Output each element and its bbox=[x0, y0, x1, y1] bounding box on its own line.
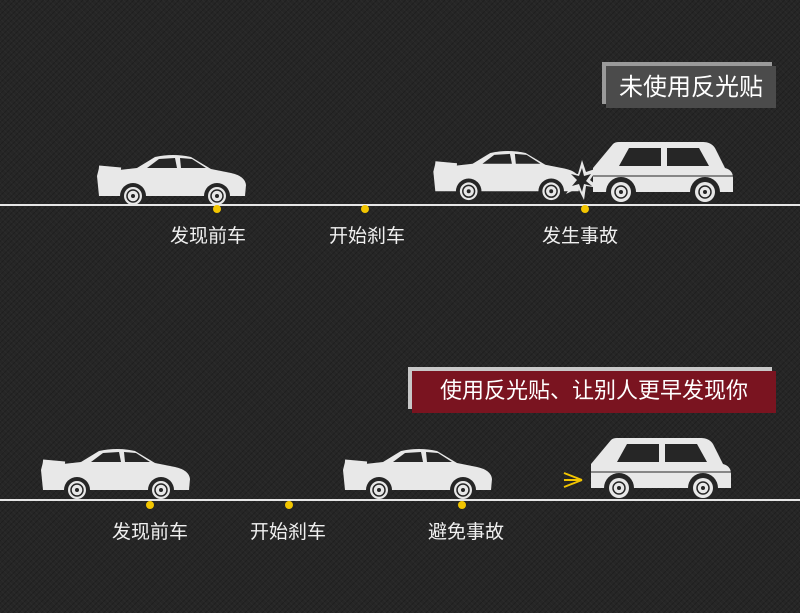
step-marker bbox=[458, 501, 466, 509]
step-label: 发现前车 bbox=[111, 521, 189, 543]
sports-car-icon bbox=[432, 150, 582, 205]
headlight-rays-icon bbox=[563, 472, 583, 488]
step-label: 发现前车 bbox=[169, 225, 247, 247]
step-marker bbox=[146, 501, 154, 509]
step-label: 发生事故 bbox=[541, 225, 619, 247]
sports-car-icon bbox=[342, 448, 494, 504]
sports-car-icon bbox=[96, 154, 248, 210]
hatchback-car-icon bbox=[585, 142, 735, 208]
step-marker bbox=[213, 205, 221, 213]
step-label: 避免事故 bbox=[427, 521, 505, 543]
hatchback-car-icon bbox=[583, 438, 733, 504]
step-label: 开始刹车 bbox=[249, 521, 327, 543]
road-line bbox=[0, 204, 800, 206]
step-marker bbox=[581, 205, 589, 213]
road-line bbox=[0, 499, 800, 501]
crash-spark-icon bbox=[564, 160, 600, 200]
step-marker bbox=[361, 205, 369, 213]
scenario-with-title: 使用反光贴、让别人更早发现你 bbox=[412, 371, 776, 413]
step-label: 开始刹车 bbox=[328, 225, 406, 247]
sports-car-icon bbox=[40, 448, 192, 504]
step-marker bbox=[285, 501, 293, 509]
scenario-without-title: 未使用反光贴 bbox=[606, 66, 776, 108]
